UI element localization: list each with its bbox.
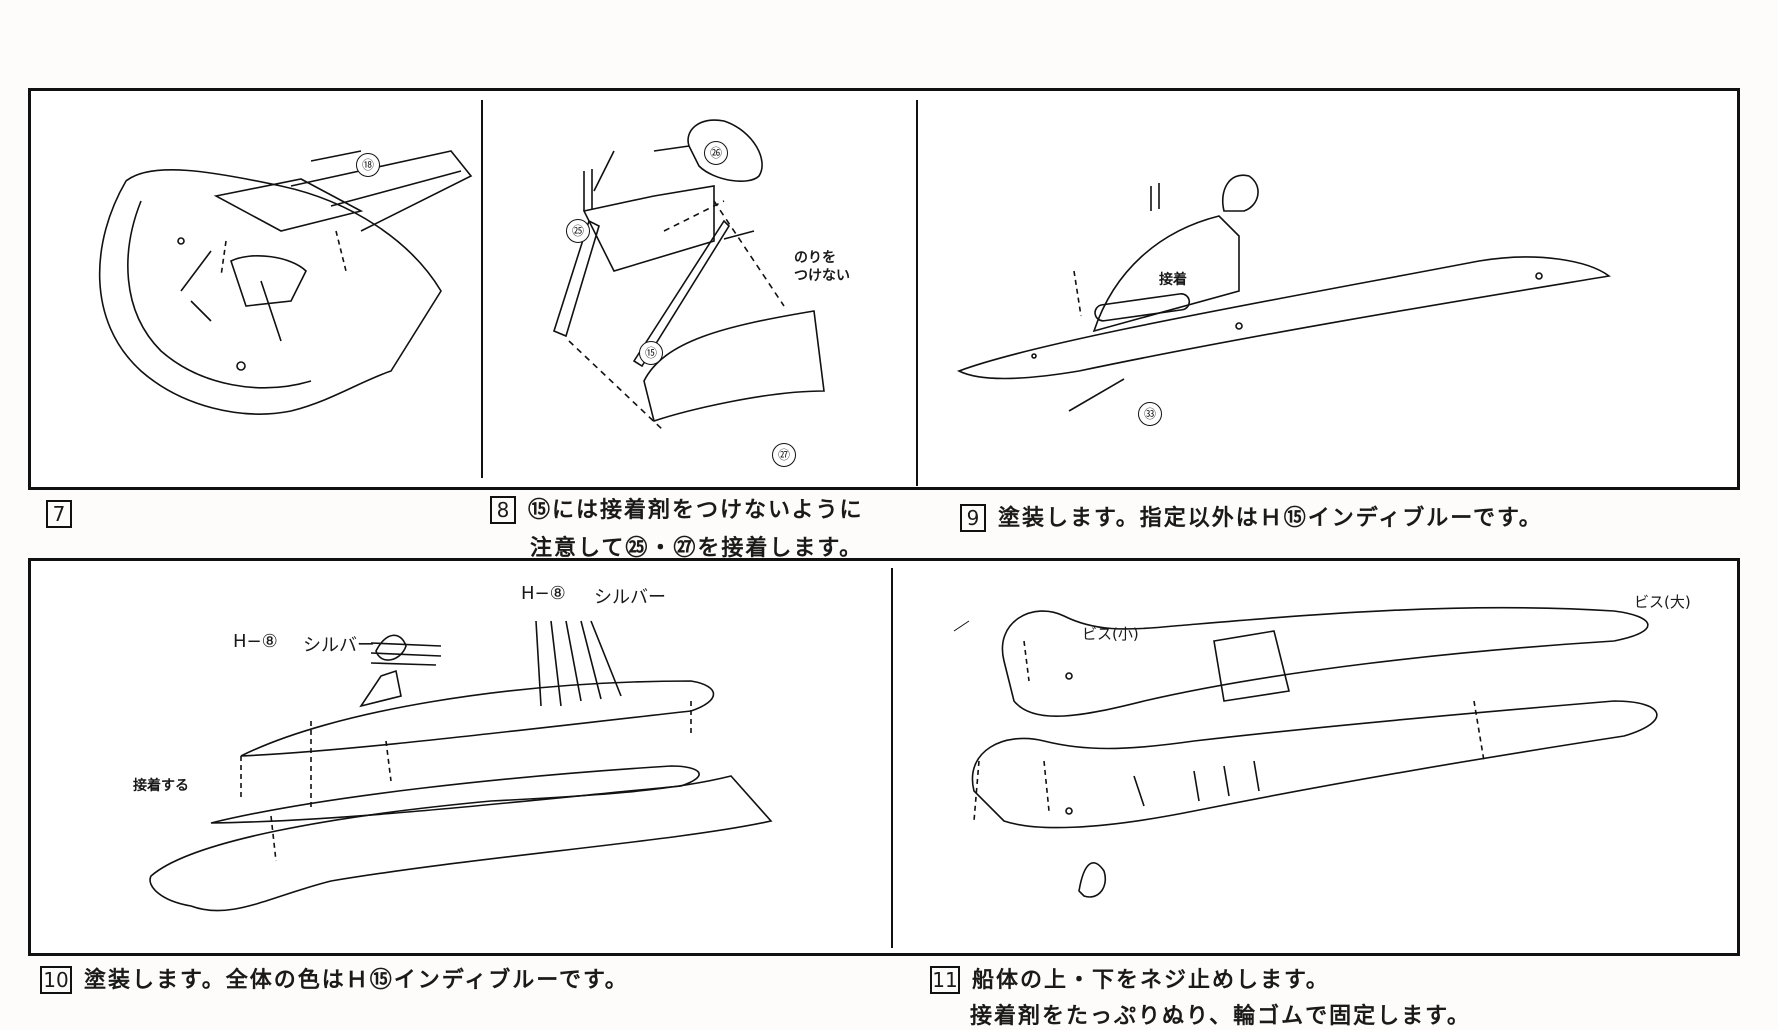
top-divider-2 [916, 100, 918, 486]
step-number-10: 10 [40, 966, 72, 994]
glue-label-step9: 接着 [1159, 272, 1187, 288]
h8-label-left: H−⑧ [233, 631, 278, 652]
screw-small-label: ビス(小) [1082, 625, 1139, 643]
step11-text-line1: 船体の上・下をネジ止めします。 [972, 968, 1330, 993]
h8-label-right: H−⑧ [521, 583, 566, 604]
step-number-7: 7 [46, 500, 72, 528]
step9-illustration: 接着 ㉝ [919, 91, 1737, 487]
step8-caption-line2: 注意して㉕・㉗を接着します。 [530, 530, 863, 562]
step-number-8: 8 [490, 496, 516, 524]
step-number-11: 11 [930, 966, 960, 994]
top-divider-1 [481, 100, 483, 478]
silver-label-right: シルバー [594, 587, 666, 608]
step8-text-line2: 注意して㉕・㉗を接着します。 [530, 536, 864, 561]
bottom-divider [891, 568, 893, 948]
step8-caption-line1: 8 ⑮には接着剤をつけないように [490, 492, 864, 524]
part-15-label: ⑮ [639, 341, 663, 365]
step7-caption: 7 [46, 500, 84, 528]
step11-illustration: ビス(小) ビス(大) [894, 561, 1737, 953]
step-number-9: 9 [960, 504, 986, 532]
step8-text-line1: ⑮には接着剤をつけないように [528, 498, 864, 523]
part-26-label: ㉖ [704, 141, 728, 165]
part-18-label: ⑱ [356, 153, 380, 177]
step7-illustration: ⑱ [31, 91, 480, 487]
step8-illustration: ㉕ ㉖ ⑮ ㉗ のりを つけない [484, 91, 914, 487]
screw-large-label: ビス(大) [1634, 593, 1691, 611]
bottom-instruction-frame [28, 558, 1740, 956]
step10-text: 塗装します。全体の色はＨ⑮インディブルーです。 [84, 968, 629, 993]
top-instruction-frame [28, 88, 1740, 490]
glue-label-step10: 接着する [133, 778, 189, 794]
step9-caption: 9 塗装します。指定以外はＨ⑮インディブルーです。 [960, 500, 1543, 532]
step11-caption-line2: 接着剤をたっぷりぬり、輪ゴムで固定します。 [970, 998, 1471, 1030]
part-27-label: ㉗ [772, 443, 796, 467]
silver-label-left: シルバー [303, 635, 375, 656]
step9-text: 塗装します。指定以外はＨ⑮インディブルーです。 [998, 506, 1543, 531]
step11-text-line2: 接着剤をたっぷりぬり、輪ゴムで固定します。 [970, 1004, 1471, 1029]
step10-illustration: H−⑧ シルバー H−⑧ シルバー 接着する [31, 561, 889, 953]
step11-caption-line1: 11 船体の上・下をネジ止めします。 [930, 962, 1330, 994]
step10-caption: 10 塗装します。全体の色はＨ⑮インディブルーです。 [40, 962, 629, 994]
part-25-label: ㉕ [566, 219, 590, 243]
no-glue-note-line1: のりを [794, 250, 836, 266]
no-glue-note-line2: つけない [794, 268, 850, 284]
part-33-label: ㉝ [1138, 402, 1162, 426]
